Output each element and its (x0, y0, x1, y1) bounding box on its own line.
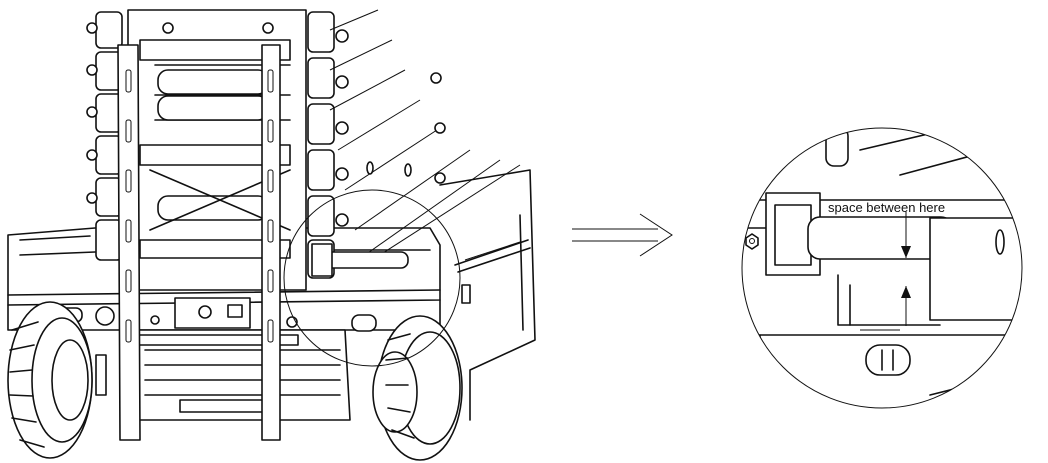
machine-drawing (7, 9, 536, 461)
detail-magnifier: space between here (741, 127, 1023, 409)
left-wheel (7, 301, 107, 459)
right-roller-column (307, 11, 349, 279)
gap-callout-label: space between here (828, 200, 945, 215)
side-rails (329, 9, 521, 261)
zoom-arrow-icon (572, 213, 673, 257)
pin-bar (311, 243, 409, 277)
lower-housing (124, 297, 351, 421)
machine-body-side (439, 169, 536, 421)
right-wheel (372, 315, 463, 461)
ladder-rails (117, 44, 281, 441)
left-roller-column (86, 11, 123, 261)
detail-marker-circle (283, 189, 461, 367)
gap-measurement-arrows (901, 212, 911, 326)
detail-circle (741, 127, 1023, 409)
